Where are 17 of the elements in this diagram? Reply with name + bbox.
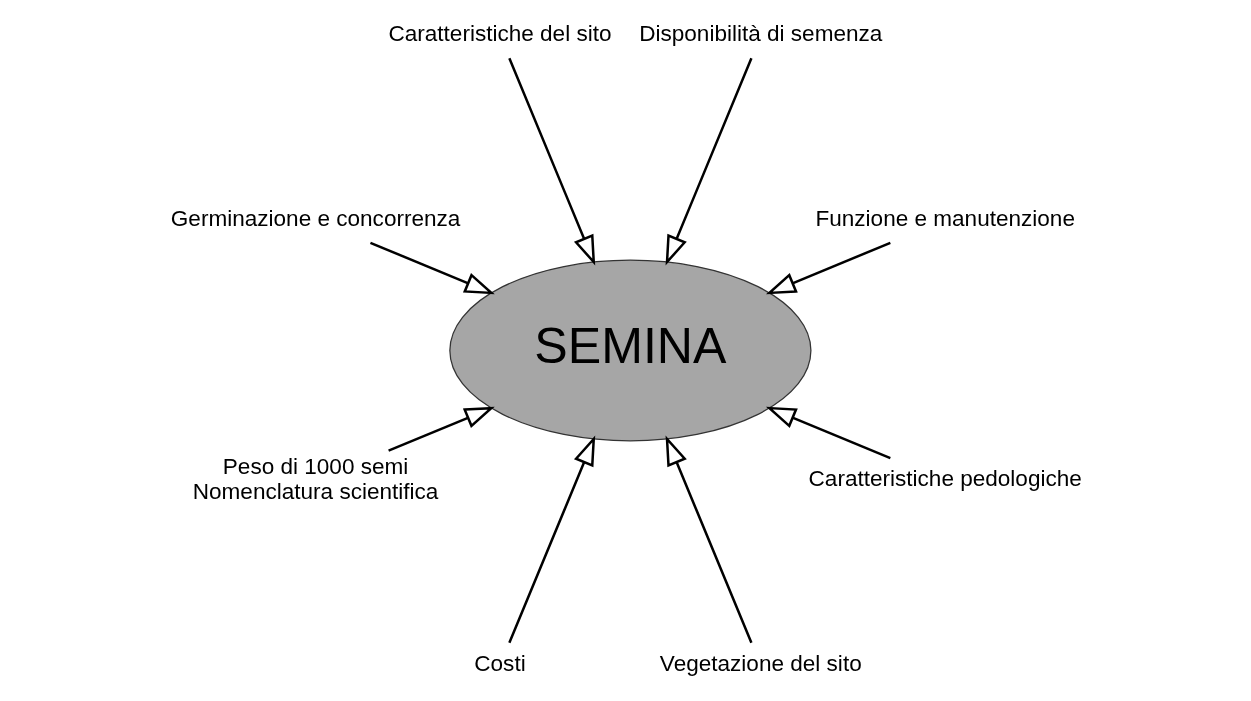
arrow bbox=[665, 57, 753, 266]
arrow bbox=[765, 241, 891, 295]
node-text: Funzione e manutenzione bbox=[814, 205, 1075, 231]
node-text: Caratteristiche del sito bbox=[387, 21, 612, 47]
node-text: Caratteristiche pedologiche bbox=[808, 466, 1082, 492]
node-text: Costi bbox=[473, 650, 526, 676]
node-text: Germinazione e concorrenza bbox=[170, 205, 460, 231]
node-text: Disponibilità di semenza bbox=[638, 21, 882, 47]
node-text: Peso di 1000 semi Nomenclatura scientifica bbox=[192, 453, 438, 504]
arrow bbox=[369, 241, 495, 295]
arrow bbox=[765, 406, 891, 460]
arrow bbox=[665, 435, 753, 644]
node-text: Vegetazione del sito bbox=[659, 650, 862, 676]
arrow bbox=[507, 57, 595, 266]
arrow bbox=[507, 435, 595, 644]
arrow bbox=[387, 406, 495, 452]
node-ellipse: SEMINA bbox=[448, 259, 812, 442]
